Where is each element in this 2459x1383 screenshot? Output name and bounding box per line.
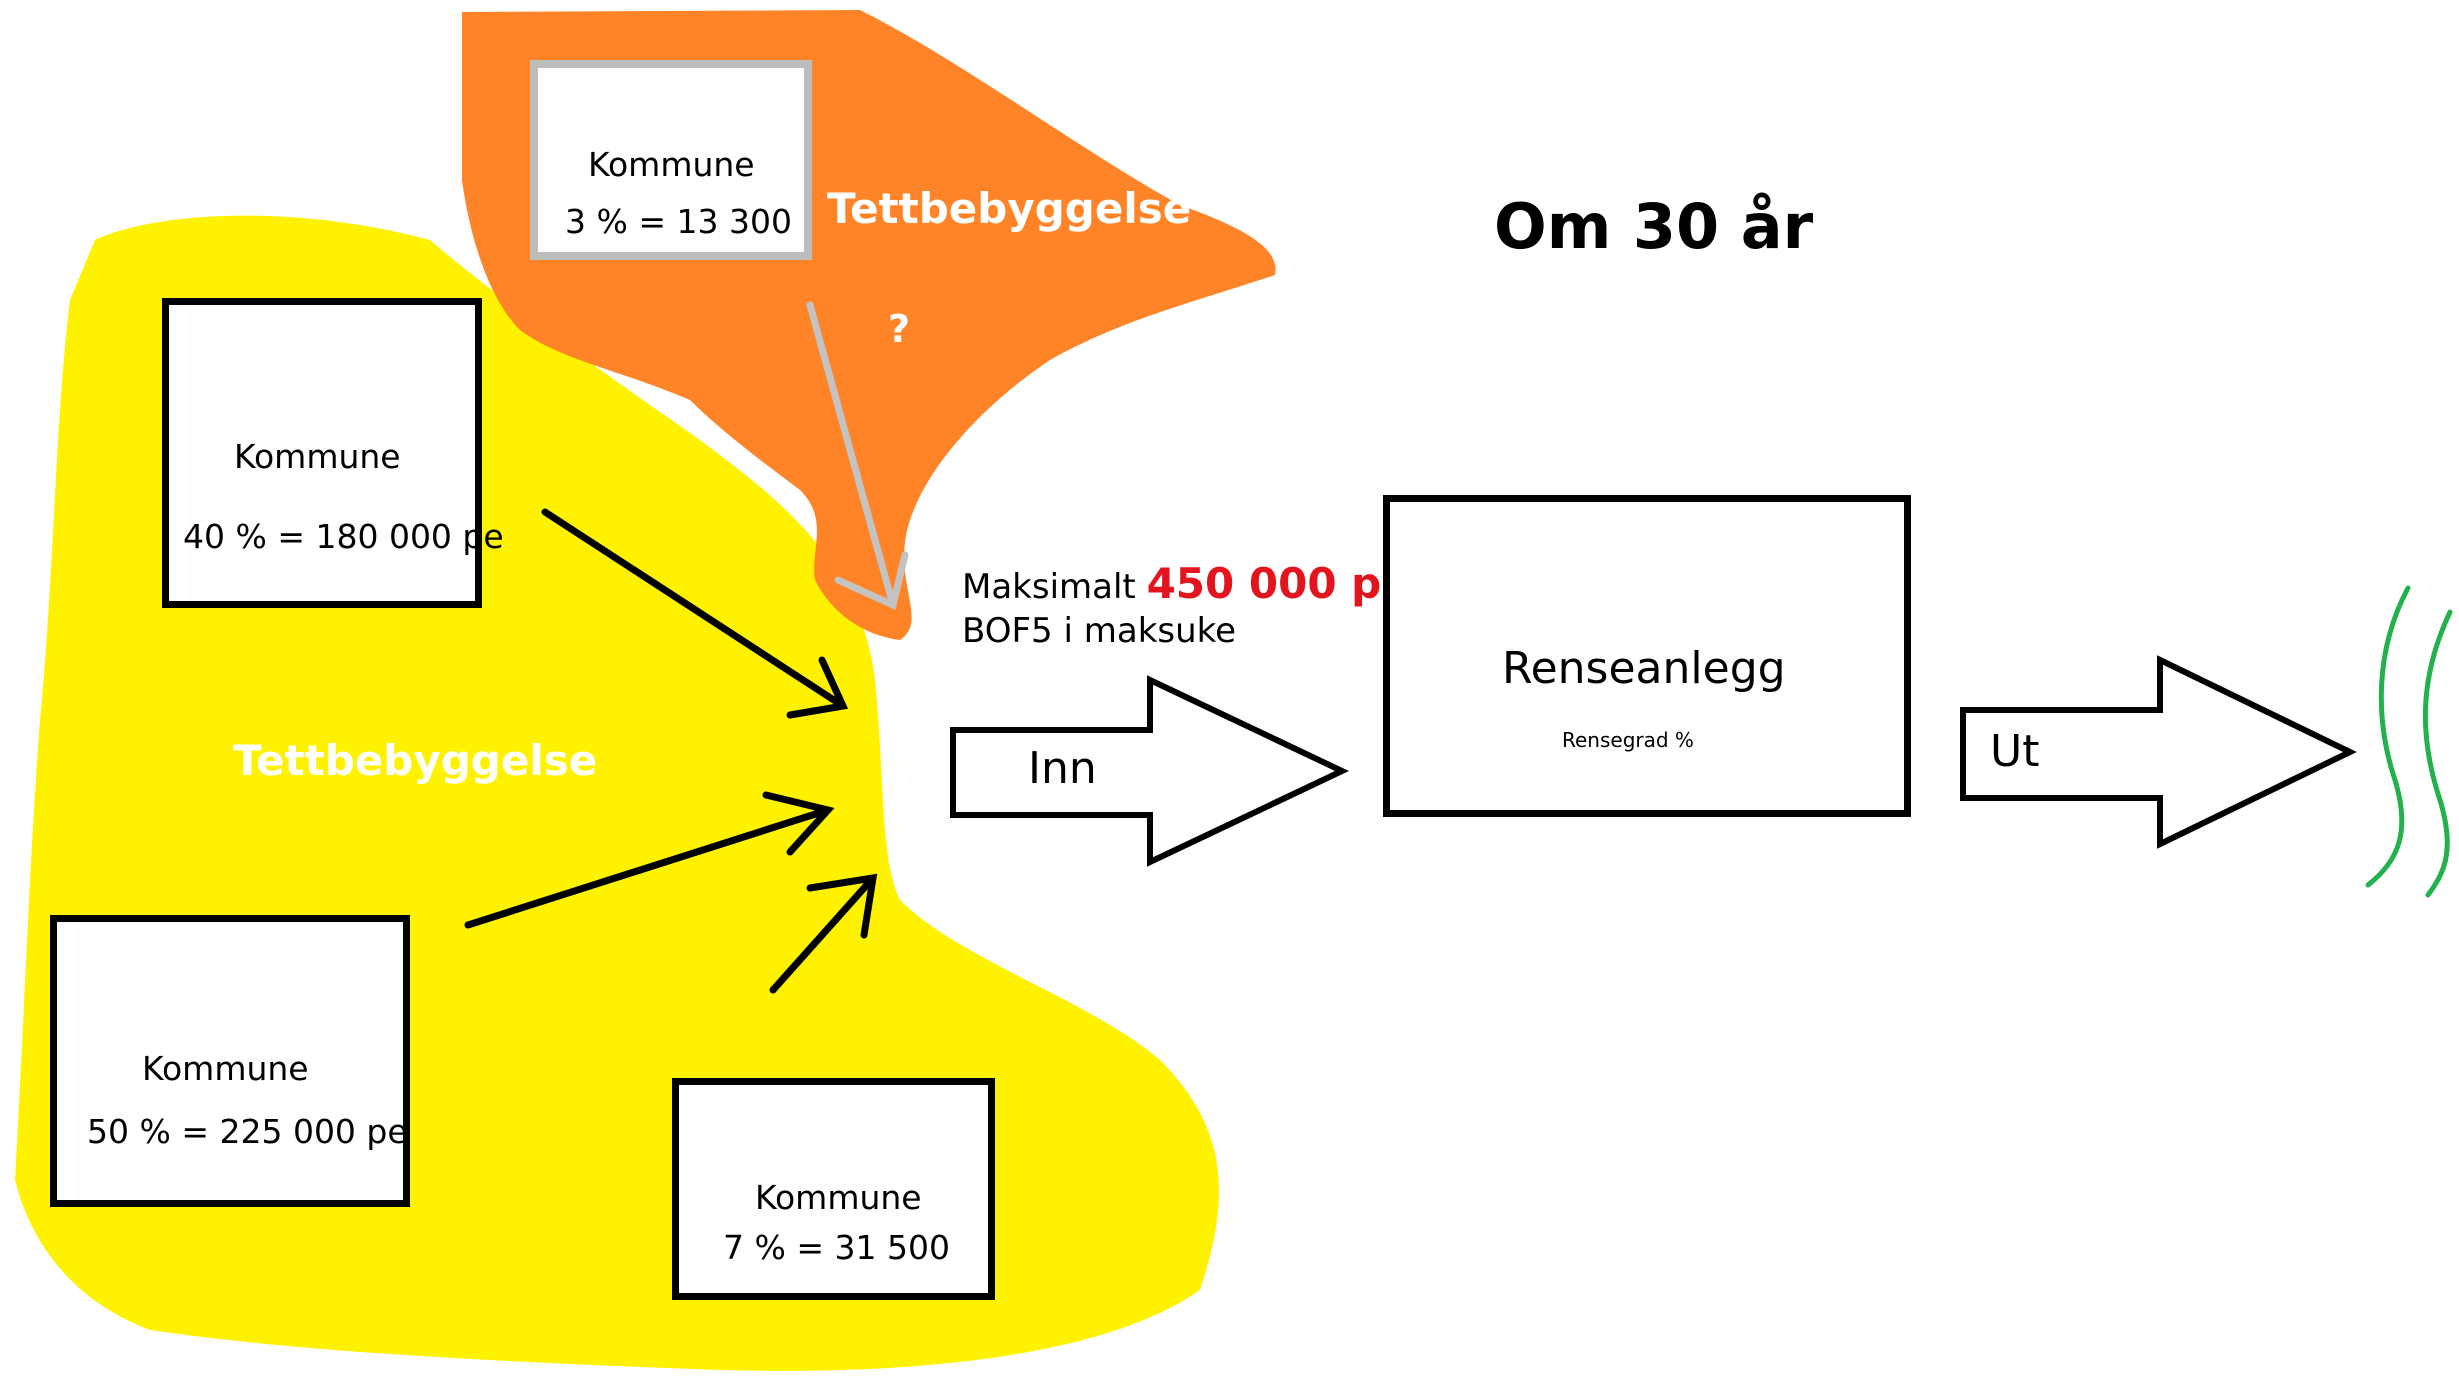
urban-area-orange-label: Tettbebyggelse <box>827 184 1192 233</box>
inlet-label: Inn <box>1028 743 1097 794</box>
capacity-prefix: Maksimalt <box>962 567 1136 607</box>
capacity-line1: Maksimalt 450 000 pe <box>962 563 1410 605</box>
outlet-label: Ut <box>1990 726 2040 777</box>
plant-sub: Rensegrad % <box>1562 728 1694 752</box>
kommune-share: 3 % = 13 300 <box>565 202 792 241</box>
inlet-arrow <box>950 675 1350 867</box>
kommune-label: Kommune <box>142 1049 309 1088</box>
capacity-amount: 450 000 pe <box>1146 559 1410 608</box>
kommune-label: Kommune <box>234 437 401 476</box>
arrow-from-40 <box>541 508 849 719</box>
plant-label: Renseanlegg <box>1502 643 1786 694</box>
capacity-line2: BOF5 i maksuke <box>962 611 1237 651</box>
arrow-from-7 <box>769 873 878 994</box>
kommune-box-7: Kommune 7 % = 31 500 <box>672 1078 995 1300</box>
river-icon <box>2365 585 2453 898</box>
kommune-label: Kommune <box>588 145 755 184</box>
question-mark: ? <box>888 307 911 351</box>
kommune-box-50: Kommune 50 % = 225 000 pe <box>50 915 410 1207</box>
arrow-from-50 <box>464 791 835 929</box>
kommune-share: 7 % = 31 500 <box>723 1228 950 1267</box>
kommune-label: Kommune <box>755 1178 922 1217</box>
urban-area-yellow-label: Tettbebyggelse <box>233 736 598 785</box>
page-title: Om 30 år <box>1494 190 1814 263</box>
kommune-box-3: Kommune 3 % = 13 300 <box>530 60 812 260</box>
arrow-from-3 <box>806 301 909 610</box>
outlet-arrow <box>1960 655 2357 849</box>
treatment-plant-box: Renseanlegg Rensegrad % <box>1383 495 1911 817</box>
kommune-share: 50 % = 225 000 pe <box>87 1112 408 1151</box>
kommune-share: 40 % = 180 000 pe <box>183 517 504 556</box>
kommune-box-40: Kommune 40 % = 180 000 pe <box>162 298 504 608</box>
